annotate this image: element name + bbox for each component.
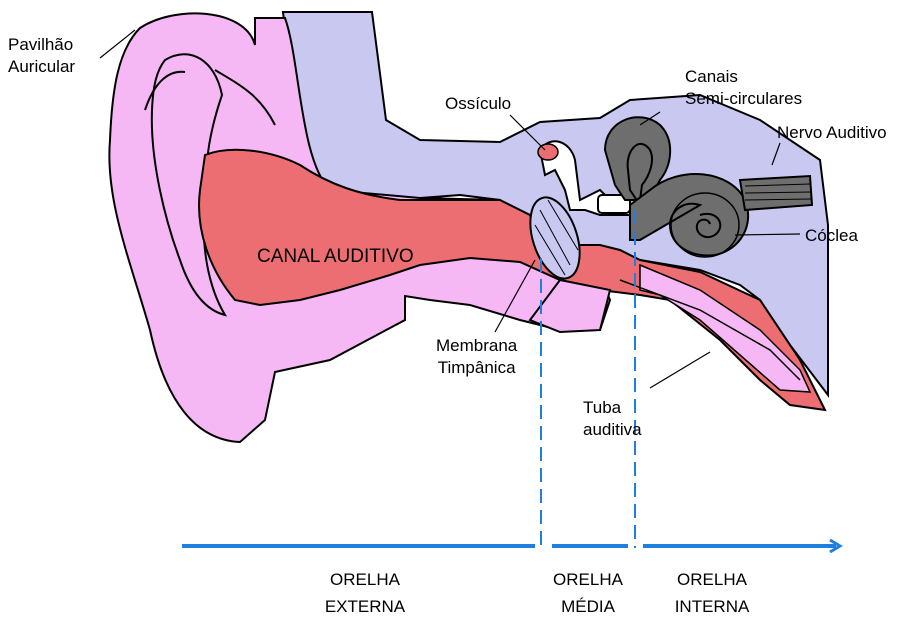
section-externa-line1: ORELHA xyxy=(305,566,425,593)
label-tube-line2: auditiva xyxy=(583,419,642,441)
label-pinna-line1: Pavilhão xyxy=(8,34,75,56)
section-media-line1: ORELHA xyxy=(538,566,638,593)
label-membrane-line1: Membrana xyxy=(436,335,517,357)
section-externa: ORELHA EXTERNA xyxy=(305,566,425,620)
label-pinna: Pavilhão Auricular xyxy=(8,34,75,78)
section-media: ORELHA MÉDIA xyxy=(538,566,638,620)
label-canal: CANAL AUDITIVO xyxy=(257,246,414,268)
label-cochlea: Cóclea xyxy=(805,225,858,247)
section-interna: ORELHA INTERNA xyxy=(662,566,762,620)
label-ossicle: Ossículo xyxy=(445,93,511,115)
label-tube-line1: Tuba xyxy=(583,397,642,419)
label-canals-line1: Canais xyxy=(685,66,802,88)
label-nerve: Nervo Auditivo xyxy=(777,122,887,144)
label-canals-line2: Semi-circulares xyxy=(685,88,802,110)
section-media-line2: MÉDIA xyxy=(538,593,638,620)
section-interna-line2: INTERNA xyxy=(662,593,762,620)
label-membrane: Membrana Timpânica xyxy=(436,335,517,379)
label-membrane-line2: Timpânica xyxy=(436,357,517,379)
label-canals: Canais Semi-circulares xyxy=(685,66,802,110)
label-tube: Tuba auditiva xyxy=(583,397,642,441)
label-pinna-line2: Auricular xyxy=(8,56,75,78)
section-externa-line2: EXTERNA xyxy=(305,593,425,620)
section-interna-line1: ORELHA xyxy=(662,566,762,593)
